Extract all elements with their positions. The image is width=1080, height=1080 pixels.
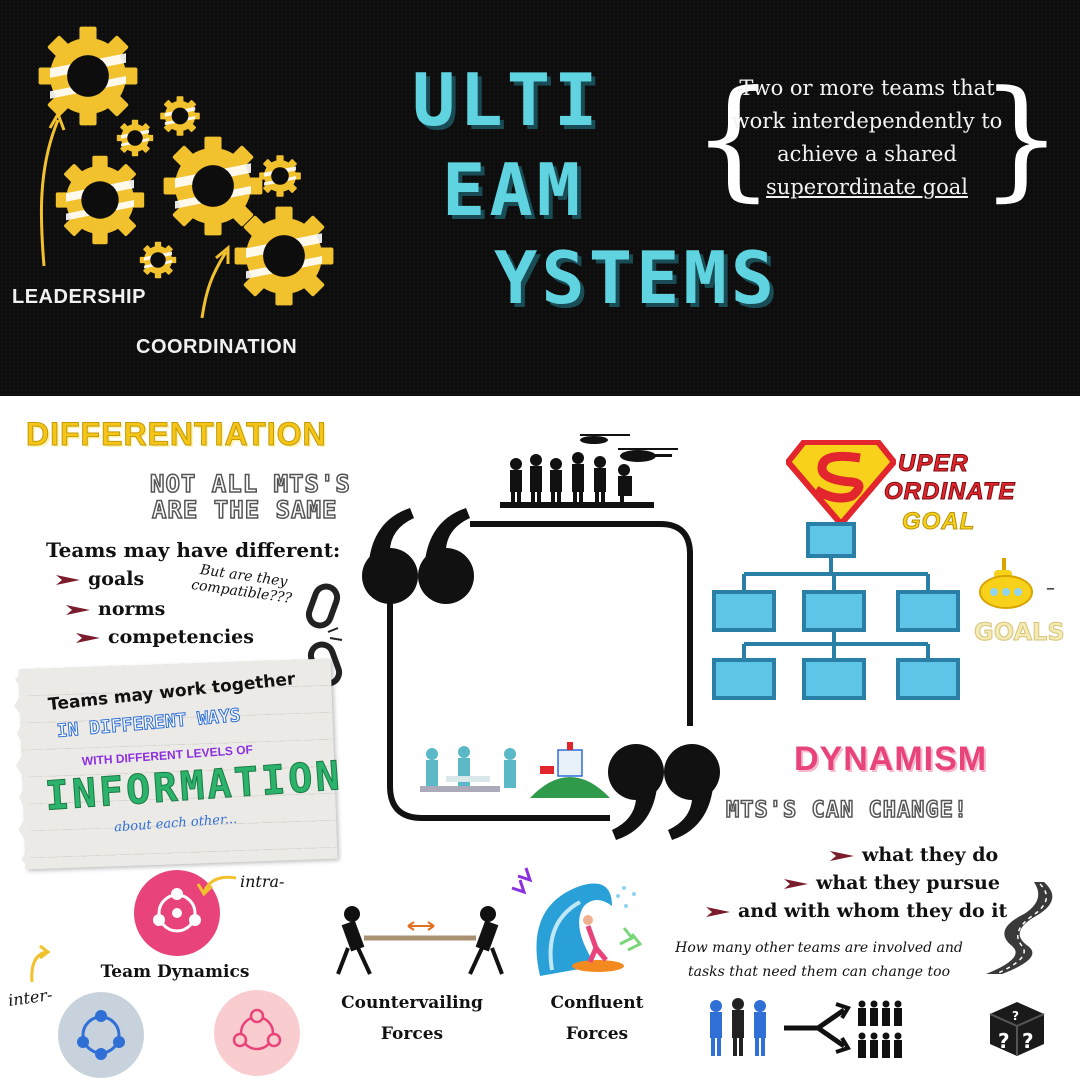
soldiers-silhouette-icon bbox=[500, 434, 678, 508]
item-label: and with whom they do it bbox=[738, 900, 1008, 922]
item-label: goals bbox=[88, 568, 145, 590]
center-quote-frame bbox=[362, 434, 720, 840]
dynamism-item-whom: and with whom they do it bbox=[706, 900, 1007, 922]
confluent-forces-label: Confluent Forces bbox=[530, 988, 664, 1050]
compatibility-aside: But are they compatible??? bbox=[190, 561, 295, 607]
super-line-3: GOAL bbox=[901, 508, 976, 536]
svg-text:?: ? bbox=[1022, 1029, 1034, 1053]
super-line-1: UPER bbox=[898, 450, 969, 478]
gears-illustration bbox=[38, 26, 334, 318]
title-line-ulti: ULTI bbox=[412, 58, 602, 142]
submarine-icon bbox=[979, 558, 1033, 609]
team-network-icon bbox=[232, 1008, 282, 1051]
open-quote-icon bbox=[362, 508, 474, 604]
svg-text:?: ? bbox=[1012, 1009, 1019, 1023]
inter-arrow bbox=[30, 944, 50, 983]
surfer-wave-icon bbox=[511, 867, 643, 976]
dynamism-item-pursue: what they pursue bbox=[784, 872, 1000, 894]
inter-team-circle-blue bbox=[58, 992, 144, 1078]
intra-team-circle bbox=[134, 870, 220, 956]
dynamism-note: How many other teams are involved and ta… bbox=[666, 936, 972, 984]
coordination-label: COORDINATION bbox=[136, 336, 298, 358]
mystery-box-icon: ? ? ? bbox=[989, 1002, 1045, 1056]
svg-text:?: ? bbox=[998, 1029, 1010, 1053]
team-dynamics-label: Team Dynamics bbox=[100, 962, 250, 982]
dynamism-note-line-1: How many other teams are involved and bbox=[675, 940, 963, 956]
note-line-5: about each other... bbox=[113, 811, 238, 836]
team-network-icon bbox=[153, 888, 201, 933]
differentiation-subtitle-2: ARE THE SAME bbox=[151, 495, 338, 525]
confluent-line-2: Forces bbox=[565, 1024, 629, 1044]
item-label: competencies bbox=[108, 626, 254, 648]
differentiation-title: DIFFERENTIATION bbox=[26, 416, 327, 453]
tug-of-war-icon bbox=[336, 906, 504, 975]
definition-text: Two or more teams that work interdepende… bbox=[722, 72, 1012, 204]
hospital-hill-icon bbox=[530, 742, 610, 798]
countervailing-forces-label: Countervailing Forces bbox=[332, 988, 492, 1050]
pointer-arrow-icon bbox=[76, 633, 100, 643]
definition-line-3: achieve a shared bbox=[777, 142, 957, 166]
leadership-label: LEADERSHIP bbox=[12, 286, 146, 308]
countervailing-line-2: Forces bbox=[380, 1024, 444, 1044]
confluent-line-1: Confluent bbox=[550, 993, 644, 1013]
differentiation-lead: Teams may have different: bbox=[46, 538, 341, 562]
close-quote-icon bbox=[608, 744, 720, 840]
pointer-arrow-icon bbox=[56, 575, 80, 585]
definition-box: { } Two or more teams that work interdep… bbox=[692, 68, 1063, 214]
super-line-2: ORDINATE bbox=[884, 478, 1016, 506]
differentiation-item-goals: goals bbox=[56, 568, 144, 590]
pointer-arrow-icon bbox=[706, 907, 730, 917]
team-network-icon bbox=[77, 1010, 125, 1060]
winding-road-icon bbox=[986, 882, 1053, 975]
inter-team-circle-pink bbox=[214, 990, 300, 1076]
intra-arrow bbox=[196, 875, 237, 897]
item-label: what they pursue bbox=[816, 872, 1000, 894]
left-brace: { bbox=[692, 62, 775, 214]
medical-team-icon bbox=[420, 746, 516, 792]
inter-label: inter- bbox=[6, 985, 54, 1010]
definition-line-2: work interdependently to bbox=[731, 109, 1003, 133]
definition-goal: superordinate goal bbox=[766, 175, 968, 199]
note-line-1: Teams may work together bbox=[47, 669, 297, 716]
item-label: what they do bbox=[862, 844, 999, 866]
title-line-ystems: YSTEMS bbox=[494, 236, 779, 320]
org-chart-icon bbox=[712, 522, 960, 700]
item-label: norms bbox=[98, 598, 166, 620]
subgoal-dash: – bbox=[1046, 578, 1055, 599]
intra-label: intra- bbox=[240, 872, 285, 891]
superman-shield-icon bbox=[786, 440, 896, 526]
dynamism-subtitle: MTS'S CAN CHANGE! bbox=[725, 797, 969, 824]
differentiation-subtitle-1: NOT ALL MTS'S bbox=[149, 469, 351, 499]
title-line-eam: EAM bbox=[442, 148, 585, 232]
team-split-icon bbox=[710, 998, 902, 1058]
dynamism-note-line-2: tasks that need them can change too bbox=[687, 964, 951, 980]
pointer-arrow-icon bbox=[66, 605, 90, 615]
header-banner: LEADERSHIP COORDINATION ULTI EAM YSTEMS … bbox=[0, 0, 1080, 396]
pointer-arrow-icon bbox=[784, 879, 808, 889]
subgoals-label: GOALS bbox=[974, 618, 1066, 647]
info-note-paper: Teams may work together IN DIFFERENT WAY… bbox=[13, 658, 344, 870]
dynamism-item-do: what they do bbox=[830, 844, 998, 866]
countervailing-line-1: Countervailing bbox=[341, 993, 483, 1013]
definition-line-1: Two or more teams that bbox=[739, 76, 995, 100]
pointer-arrow-icon bbox=[830, 851, 854, 861]
torn-edge bbox=[13, 669, 32, 870]
differentiation-item-norms: norms bbox=[66, 598, 165, 620]
differentiation-item-competencies: competencies bbox=[76, 626, 254, 648]
dynamism-title: DYNAMISM bbox=[794, 740, 988, 778]
right-brace: } bbox=[980, 62, 1063, 214]
